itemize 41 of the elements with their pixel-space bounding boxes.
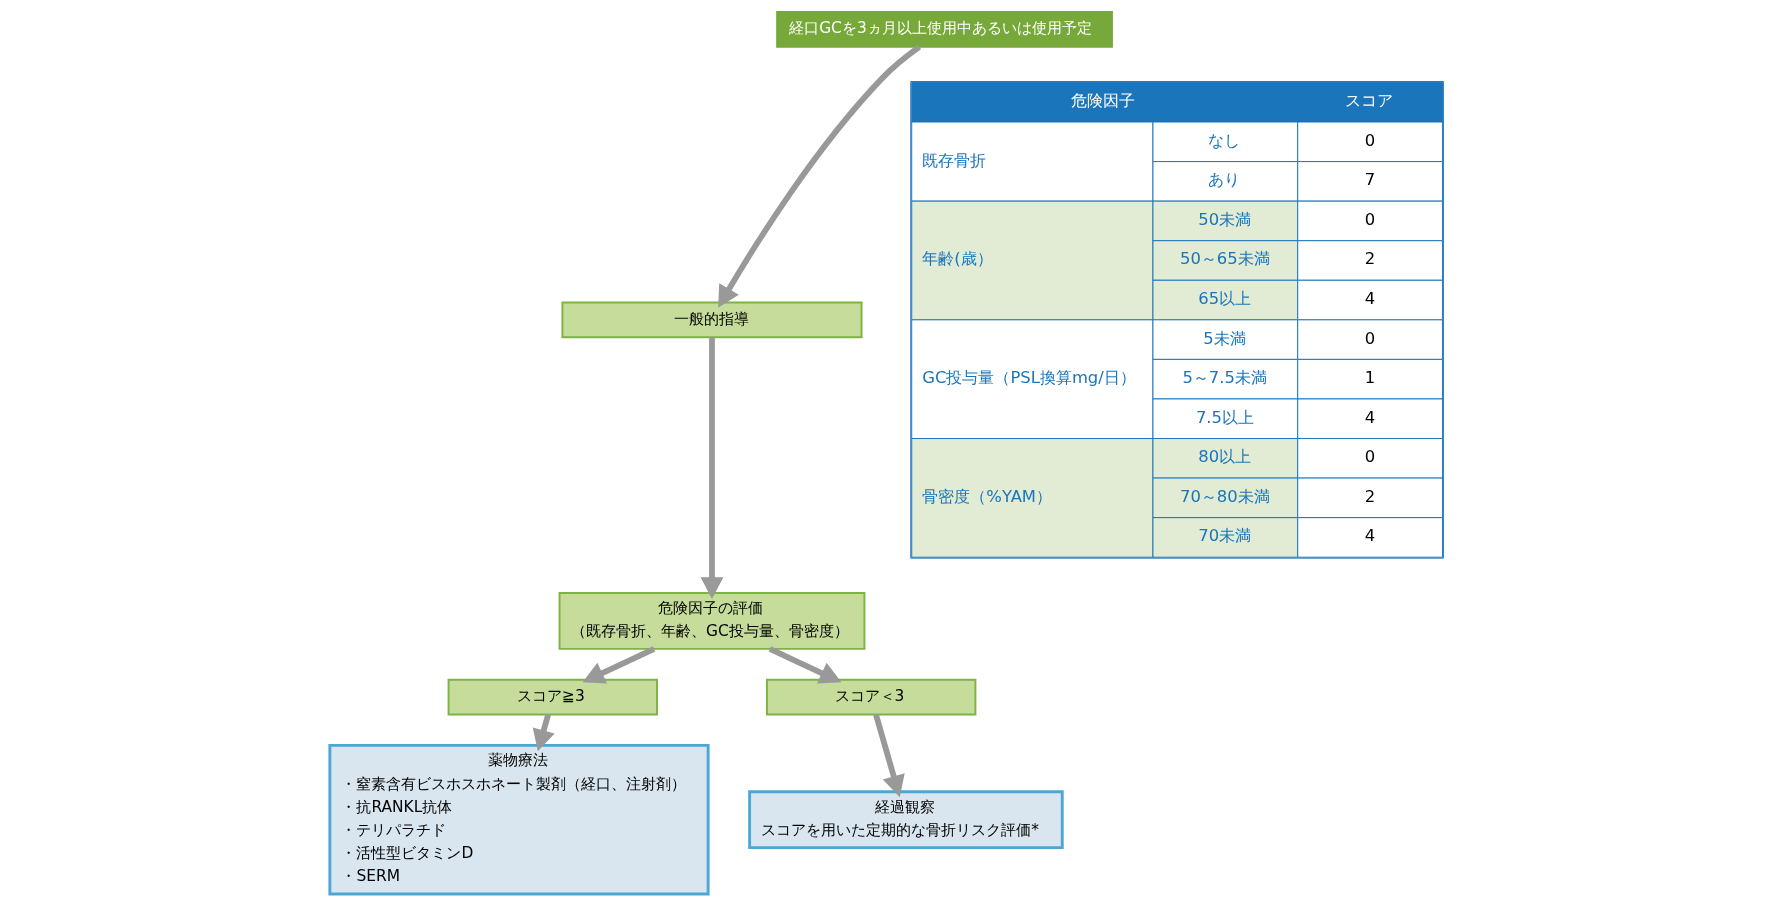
node-box: 経過観察 スコアを用いた定期的な骨折リスク評価*: [748, 790, 1064, 850]
label: 2: [1364, 249, 1376, 269]
label: 0: [1364, 209, 1376, 229]
arrow: [582, 646, 656, 684]
label: 70～80未満: [1179, 486, 1270, 506]
node-box: スコア≧3: [447, 678, 658, 716]
arrow: [718, 44, 922, 308]
arrow: [532, 713, 555, 752]
arrow: [873, 713, 905, 798]
label: スコア: [1344, 91, 1393, 111]
label: 2: [1364, 486, 1376, 506]
label: 危険因子: [1070, 91, 1135, 111]
node-box: 危険因子の評価 （既存骨折、年齢、GC投与量、骨密度）: [558, 591, 866, 650]
label: 4: [1364, 526, 1376, 546]
label: 50～65未満: [1179, 249, 1270, 269]
label: なし: [1208, 130, 1241, 150]
label: 年齢(歳）: [922, 249, 993, 269]
label: 80以上: [1198, 447, 1252, 467]
label: 0: [1364, 130, 1376, 150]
label: 70未満: [1198, 526, 1252, 546]
arrow: [700, 337, 724, 599]
label: 4: [1364, 289, 1376, 309]
label: 65以上: [1198, 289, 1252, 309]
label: 1: [1364, 368, 1376, 388]
label: 骨密度（%YAM）: [922, 486, 1053, 506]
label: 5～7.5未満: [1182, 368, 1267, 388]
label: 既存骨折: [922, 150, 987, 170]
label: 7.5以上: [1195, 407, 1254, 427]
label: 50未満: [1198, 209, 1252, 229]
label: 0: [1364, 447, 1376, 467]
label: 0: [1364, 328, 1376, 348]
label: あり: [1208, 170, 1241, 190]
node-box: 経口GCを3ヵ月以上使用中あるいは使用予定: [776, 11, 1113, 48]
label: GC投与量（PSL換算mg/日）: [922, 368, 1136, 388]
label: 4: [1364, 407, 1376, 427]
label: 5未満: [1203, 328, 1246, 348]
arrow: [768, 646, 842, 684]
node-box: 薬物療法 ・窒素含有ビスホスホネート製剤（経口、注射剤） ・抗RANKL抗体 ・テリパラチド ・活性型ビタミンD ・SERM: [328, 743, 710, 896]
label: 7: [1364, 170, 1376, 190]
node-box: 一般的指導: [561, 301, 863, 339]
node-box: スコア＜3: [766, 678, 977, 716]
